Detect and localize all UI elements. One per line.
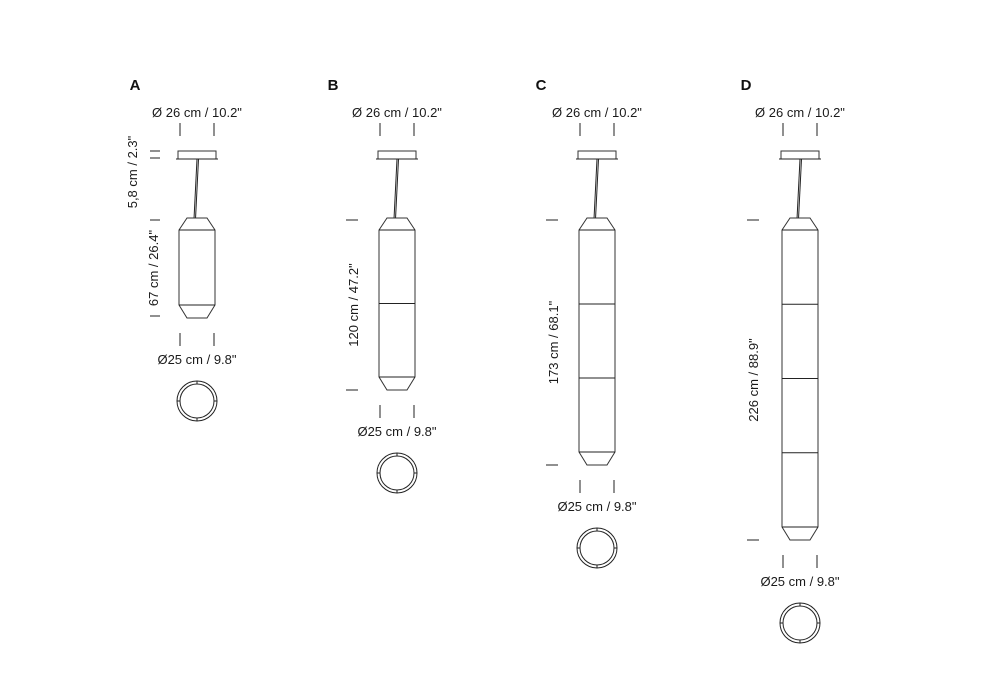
cable xyxy=(796,158,801,220)
lamp-label: A xyxy=(130,77,141,94)
height-label: 226 cm / 88.9" xyxy=(746,338,761,422)
canopy-diameter-label: Ø 26 cm / 10.2" xyxy=(755,105,845,120)
lamp-label: B xyxy=(328,77,339,94)
cable xyxy=(195,158,199,220)
canopy xyxy=(780,150,820,160)
shade-diameter-label: Ø25 cm / 9.8" xyxy=(760,574,839,589)
lamp-d xyxy=(747,123,821,644)
canopy xyxy=(377,150,417,160)
height-label: 120 cm / 47.2" xyxy=(346,263,361,347)
shade-diameter-label: Ø25 cm / 9.8" xyxy=(557,499,636,514)
cable xyxy=(395,158,399,220)
cable xyxy=(393,158,398,220)
shade-diameter-label: Ø25 cm / 9.8" xyxy=(157,352,236,367)
shade-plan-inner xyxy=(179,383,215,419)
shade-diameter-label: Ø25 cm / 9.8" xyxy=(357,424,436,439)
shade-plan-outer xyxy=(779,602,821,644)
cable xyxy=(193,158,198,220)
lamp-b xyxy=(346,123,418,494)
canopy-height-label: 5,8 cm / 2.3" xyxy=(125,135,140,208)
shade-plan-inner xyxy=(379,455,415,491)
lamp-shade xyxy=(178,217,216,319)
lamp-a xyxy=(150,123,218,422)
height-label: 173 cm / 68.1" xyxy=(546,300,561,384)
shade-plan-outer xyxy=(376,452,418,494)
shade-plan-outer xyxy=(176,380,218,422)
canopy-diameter-label: Ø 26 cm / 10.2" xyxy=(152,105,242,120)
cable xyxy=(595,158,599,220)
shade-plan-inner xyxy=(782,605,818,641)
cable xyxy=(798,158,802,220)
canopy-diameter-label: Ø 26 cm / 10.2" xyxy=(552,105,642,120)
lamp-shade xyxy=(578,217,616,466)
shade-plan-outer xyxy=(576,527,618,569)
shade-plan-inner xyxy=(579,530,615,566)
canopy-diameter-label: Ø 26 cm / 10.2" xyxy=(352,105,442,120)
canopy xyxy=(577,150,617,160)
height-label: 67 cm / 26.4" xyxy=(146,230,161,307)
canopy xyxy=(177,150,217,160)
cable xyxy=(593,158,598,220)
lamp-label: C xyxy=(536,77,547,94)
lamp-label: D xyxy=(741,77,752,94)
lamp-c xyxy=(546,123,618,569)
